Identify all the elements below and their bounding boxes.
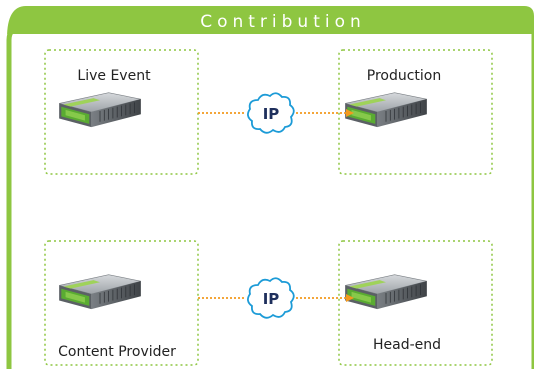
server-rack-icon — [58, 92, 142, 128]
ip-label-bottom: IP — [263, 290, 280, 308]
box-head-end — [338, 240, 493, 366]
server-rack-icon — [344, 92, 428, 128]
server-rack-icon — [344, 274, 428, 310]
box-live-event — [44, 49, 199, 175]
ip-label-top: IP — [263, 105, 280, 123]
box-production — [338, 49, 493, 175]
arrowhead-icon — [346, 294, 354, 302]
label-head-end: Head-end — [373, 337, 441, 353]
label-live-event: Live Event — [77, 68, 151, 84]
label-production: Production — [367, 68, 441, 84]
arrowhead-icon — [346, 109, 354, 117]
label-content-provider: Content Provider — [58, 344, 176, 360]
header-title: Contribution — [200, 12, 366, 32]
box-content-provider — [44, 240, 199, 366]
header-band — [7, 6, 534, 38]
server-rack-icon — [58, 274, 142, 310]
